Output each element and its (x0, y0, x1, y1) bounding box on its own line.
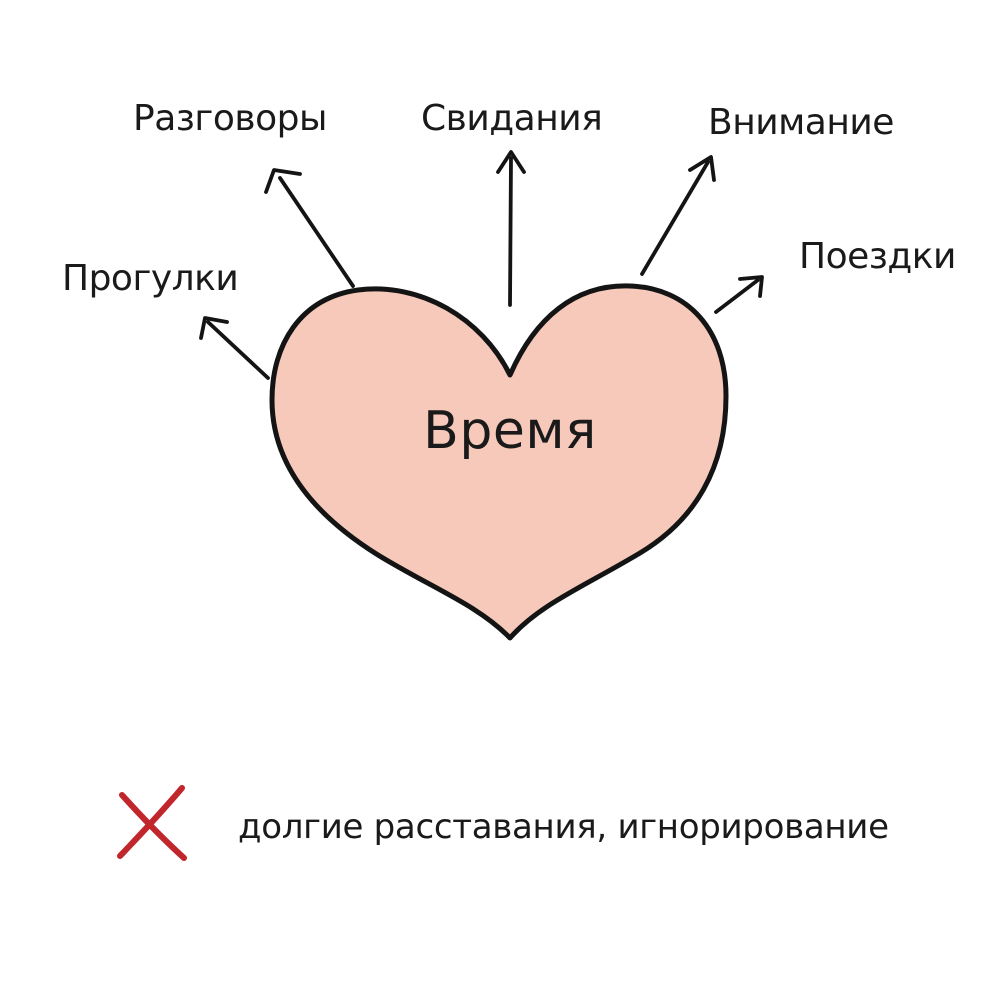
arrow-attention (640, 155, 716, 276)
arrow-walks (199, 316, 270, 380)
label-conversations: Разговоры (133, 98, 327, 139)
arrow-dates (496, 150, 526, 307)
label-trips: Поездки (799, 236, 956, 277)
arrow-conversations (264, 168, 355, 288)
arrow-trips (714, 275, 764, 314)
center-label: Время (423, 401, 597, 461)
footer-text: долгие расставания, игнорирование (238, 807, 889, 847)
label-attention: Внимание (708, 102, 894, 143)
label-dates: Свидания (421, 98, 602, 139)
cross-mark-icon (117, 785, 187, 861)
heart-shape (269, 283, 729, 641)
label-walks: Прогулки (62, 258, 238, 299)
